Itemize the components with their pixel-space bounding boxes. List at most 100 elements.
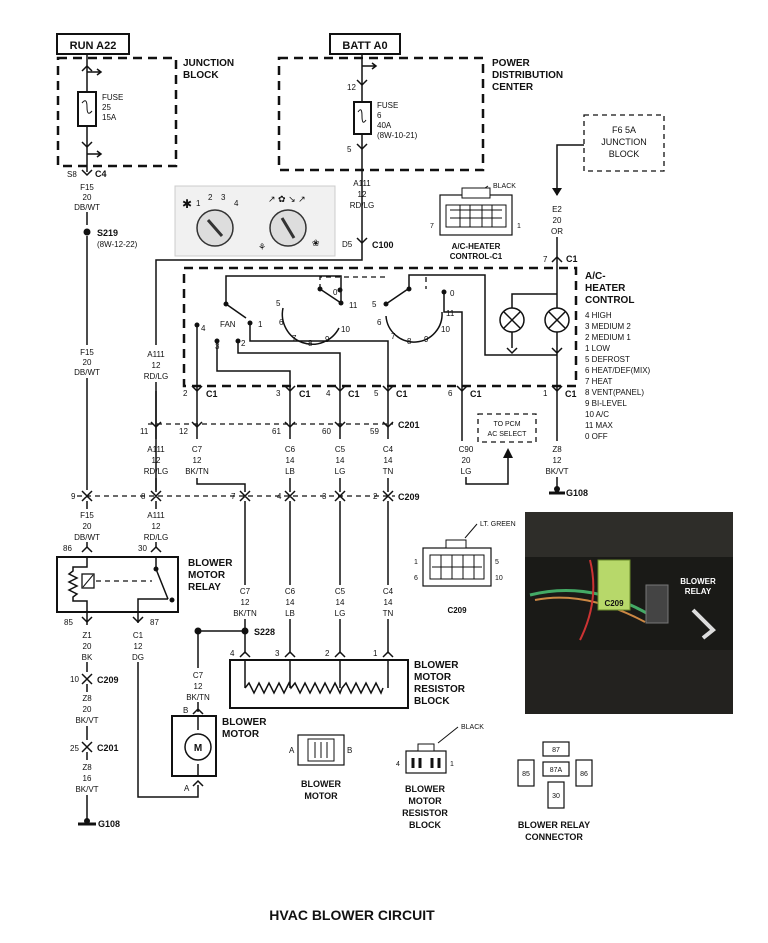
f15-top-l1: F15 bbox=[80, 183, 94, 192]
photo-c209-connector bbox=[597, 559, 631, 611]
c100-connector: C100 bbox=[372, 240, 394, 250]
c1-pin-1: 1 bbox=[543, 389, 548, 398]
c201-pin-59: 59 bbox=[370, 427, 379, 436]
c5-low-l1: C5 bbox=[335, 445, 346, 454]
z8-mid-l3: BK/VT bbox=[75, 716, 98, 725]
knob-num-4: 4 bbox=[234, 199, 239, 208]
m1-pin-6: 6 bbox=[279, 318, 284, 327]
motor-label-1: BLOWER bbox=[222, 717, 267, 728]
z1-l1: Z1 bbox=[82, 631, 92, 640]
motor-conn-label-1: BLOWER bbox=[301, 779, 341, 789]
c1-pin-7: 7 bbox=[430, 223, 434, 230]
c7-m-l2: 12 bbox=[194, 682, 203, 691]
z8-low-l3: BK/VT bbox=[75, 785, 98, 794]
res-conn-color: BLACK bbox=[461, 724, 484, 731]
z8-low-l2: 16 bbox=[83, 774, 92, 783]
a111-low-l2: 12 bbox=[152, 456, 161, 465]
c209-pin-9: 9 bbox=[71, 492, 76, 501]
relay-conn-85-label: 85 bbox=[522, 771, 530, 778]
c209-color: LT. GREEN bbox=[480, 521, 516, 528]
c1-label-f: C1 bbox=[565, 389, 577, 399]
relay-pin-86: 86 bbox=[63, 544, 72, 553]
a111-mid-l1: A111 bbox=[147, 350, 165, 359]
legend-4: 1 LOW bbox=[585, 344, 610, 353]
c5-r-l3: LG bbox=[335, 609, 346, 618]
res-pin-4: 4 bbox=[230, 649, 235, 658]
f6-junction-block bbox=[583, 114, 665, 172]
res-conn-label-3: RESISTOR bbox=[402, 808, 448, 818]
f15-top-l2: 20 bbox=[83, 193, 92, 202]
c209-pin-7: 7 bbox=[231, 492, 236, 501]
legend-7: 7 HEAT bbox=[585, 377, 613, 386]
knob-num-3: 3 bbox=[221, 193, 226, 202]
c209-pin-3: 3 bbox=[322, 492, 327, 501]
c4-low-l2: 14 bbox=[384, 456, 393, 465]
relay-conn-87a-label: 87A bbox=[550, 767, 563, 774]
c1-pin-1: 1 bbox=[517, 223, 521, 230]
relay-label-1: BLOWER bbox=[188, 558, 233, 569]
legend-12: 0 OFF bbox=[585, 432, 608, 441]
s219-splice bbox=[83, 228, 91, 236]
fan-icon: ✱ bbox=[182, 197, 192, 211]
c1-connector-picture bbox=[439, 194, 513, 236]
m2-pin-6: 6 bbox=[377, 318, 382, 327]
c209-pin-8: 8 bbox=[141, 492, 146, 501]
z1-l2: 20 bbox=[83, 642, 92, 651]
c7-low-l3: BK/TN bbox=[185, 467, 209, 476]
z8-mid-l1: Z8 bbox=[82, 694, 92, 703]
res-pin-3: 3 bbox=[275, 649, 280, 658]
relay-conn-87-label: 87 bbox=[552, 747, 560, 754]
c7-r-l3: BK/TN bbox=[233, 609, 257, 618]
pdc-pin-12: 12 bbox=[347, 83, 356, 92]
junction-block-outline bbox=[56, 56, 178, 168]
res-label-2: MOTOR bbox=[414, 672, 452, 683]
a111-top-l2: 12 bbox=[358, 190, 367, 199]
c6-low-l1: C6 bbox=[285, 445, 296, 454]
s8-pin: S8 bbox=[67, 170, 77, 179]
c1-connector-row: 2 C1 3 C1 4 C1 5 C1 6 C1 1 C1 bbox=[183, 385, 577, 399]
fan-pin-4: 4 bbox=[201, 324, 206, 333]
relay-pin-85: 85 bbox=[64, 618, 73, 627]
c209-pin-4: 4 bbox=[277, 492, 282, 501]
c4-connector: C4 bbox=[95, 169, 107, 179]
c6-r-l2: 14 bbox=[286, 598, 295, 607]
c1-pin-2: 2 bbox=[183, 389, 188, 398]
a111-mid-l2: 12 bbox=[152, 361, 161, 370]
pdc-outline bbox=[277, 56, 485, 172]
a111-low-l3: RD/LG bbox=[144, 467, 168, 476]
g108-bottom: G108 bbox=[98, 819, 120, 829]
c7-m-l3: BK/TN bbox=[186, 693, 210, 702]
a111-low-l1: A111 bbox=[147, 445, 165, 454]
c90-l3: LG bbox=[461, 467, 472, 476]
legend-11: 11 MAX bbox=[585, 421, 614, 430]
motor-pin-a: A bbox=[184, 784, 190, 793]
motor-conn-label-2: MOTOR bbox=[304, 791, 338, 801]
legend-9: 9 BI-LEVEL bbox=[585, 399, 627, 408]
c5-r-l2: 14 bbox=[336, 598, 345, 607]
ac-control-label-3: CONTROL bbox=[585, 295, 634, 306]
res-label-3: RESISTOR bbox=[414, 684, 466, 695]
c6-r-l3: LB bbox=[285, 609, 295, 618]
motor-conn-a: A bbox=[289, 746, 295, 755]
motor-pin-b: B bbox=[183, 706, 188, 715]
photo-relay-label-2: RELAY bbox=[685, 587, 712, 596]
relay-label-2: MOTOR bbox=[188, 570, 226, 581]
c209-conn-pin-1: 1 bbox=[414, 559, 418, 566]
pdc-label-1: POWER bbox=[492, 58, 531, 69]
mode-icons: ↗ ✿ ↘ ↗ bbox=[268, 194, 306, 204]
pdc-pin-5: 5 bbox=[347, 145, 352, 154]
c1-label-2: CONTROL-C1 bbox=[450, 252, 503, 261]
res-pin-2: 2 bbox=[325, 649, 330, 658]
c7-low-l1: C7 bbox=[192, 445, 203, 454]
m1-pin-9: 9 bbox=[325, 335, 330, 344]
photo-relay-label-1: BLOWER bbox=[680, 577, 716, 586]
relay-conn-87 bbox=[542, 741, 570, 757]
m2-pin-5: 5 bbox=[372, 300, 377, 309]
legend-2: 3 MEDIUM 2 bbox=[585, 322, 631, 331]
c209-conn-pin-6: 6 bbox=[414, 575, 418, 582]
relay-pin-87: 87 bbox=[150, 618, 159, 627]
c6-low-l2: 14 bbox=[286, 456, 295, 465]
blower-motor-relay bbox=[56, 556, 179, 613]
pdc-label-2: DISTRIBUTION bbox=[492, 70, 563, 81]
c4-r-l2: 14 bbox=[384, 598, 393, 607]
